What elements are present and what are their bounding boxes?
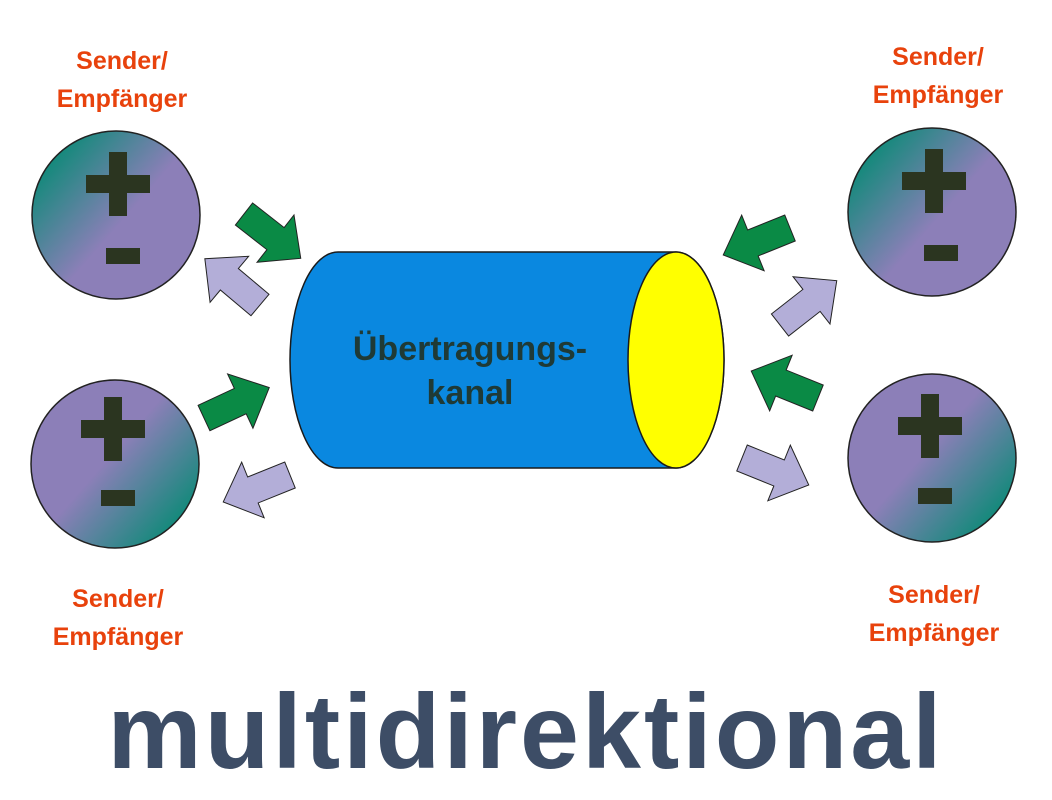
node-label-line1: Sender/ [72,585,164,613]
plus-icon [86,152,150,216]
minus-icon [924,245,958,261]
node-label-bottom-right: Sender/ Empfänger [824,576,1044,652]
diagram-caption: multidirektional [107,673,945,791]
arrow-out-icon [730,429,821,514]
channel-end [627,251,725,469]
node-bottom-left [30,379,200,549]
node-label-line2: Empfänger [872,81,1004,109]
channel-label-line2: kanal [427,374,514,412]
arrow-in-icon [739,342,830,427]
node-top-left [31,130,201,300]
arrow-out-icon [211,446,302,531]
node-label-line1: Sender/ [888,581,980,609]
node-label-line2: Empfänger [52,623,184,651]
channel-label-line1: Übertragungs- [353,330,587,368]
node-label-line2: Empfänger [868,619,1000,647]
arrow-out-icon [761,256,856,350]
minus-icon [106,248,140,264]
node-label-top-right: Sender/ Empfänger [828,38,1048,114]
node-label-line1: Sender/ [892,43,984,71]
transmission-channel: Übertragungs- kanal [289,251,725,469]
node-circle [30,379,200,549]
plus-icon [81,397,145,461]
node-label-bottom-left: Sender/ Empfänger [8,580,228,656]
arrow-out-icon [185,235,280,329]
arrow-in-icon [711,199,802,284]
node-label-line2: Empfänger [56,85,188,113]
node-top-right [847,127,1017,297]
plus-icon [902,149,966,213]
node-label-top-left: Sender/ Empfänger [12,42,232,118]
arrow-in-icon [190,359,283,446]
minus-icon [918,488,952,504]
node-label-line1: Sender/ [76,47,168,75]
plus-icon [898,394,962,458]
node-bottom-right [847,373,1017,543]
arrow-in-icon [225,189,320,283]
minus-icon [101,490,135,506]
